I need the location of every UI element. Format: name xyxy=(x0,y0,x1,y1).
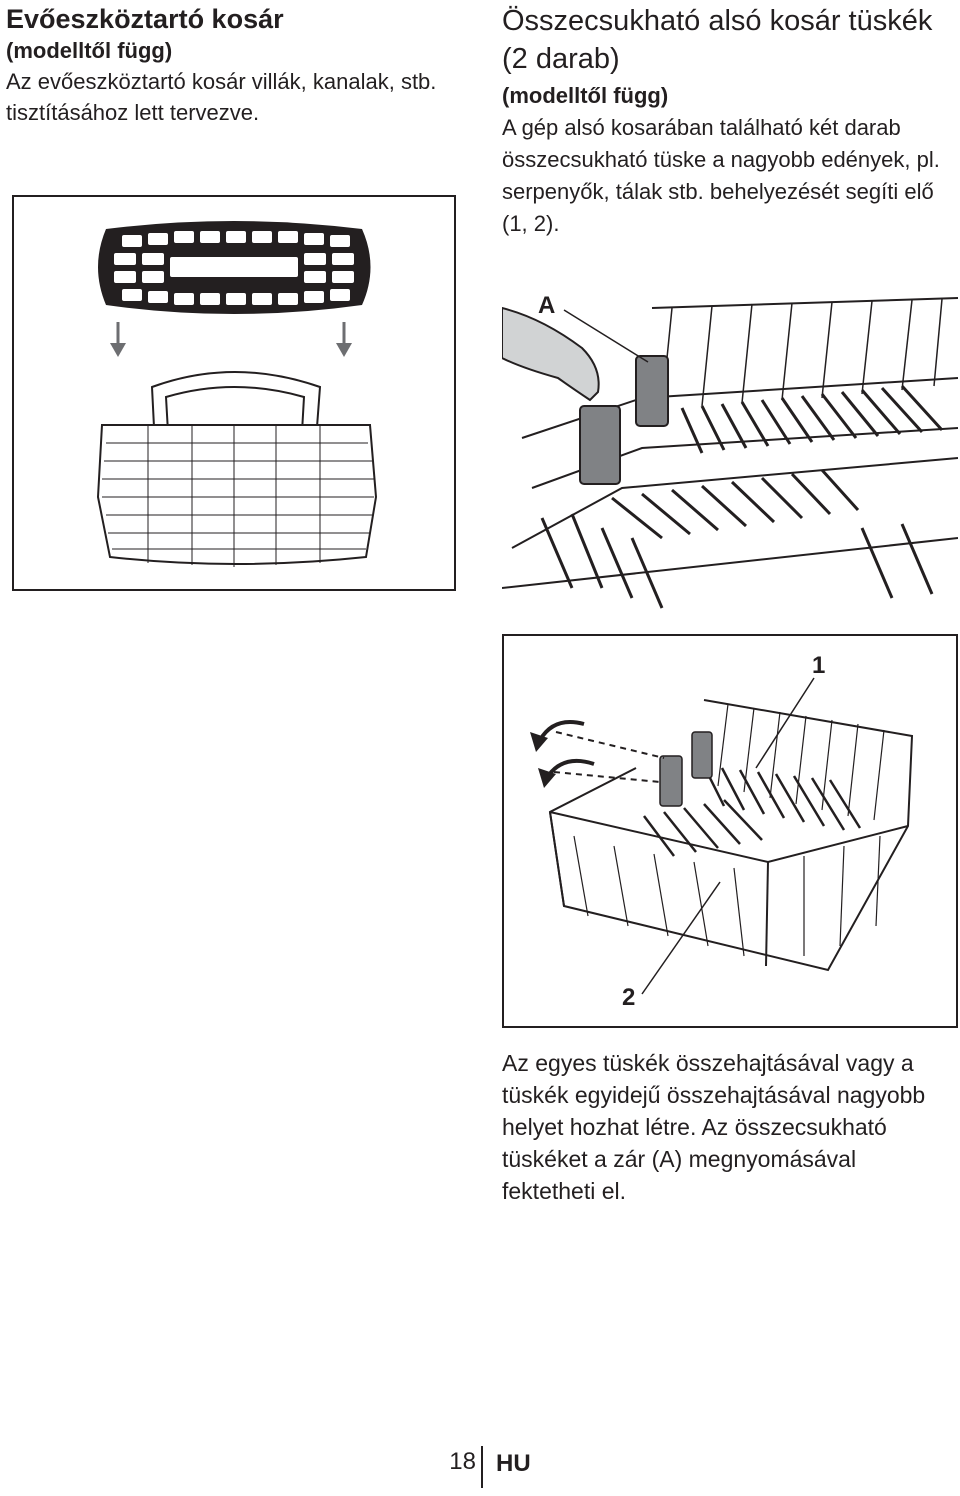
cutlery-basket-subtitle: (modelltől függ) xyxy=(6,38,173,63)
foldable-tines-description: A gép alsó kosarában található két darab… xyxy=(502,115,940,236)
language-code: HU xyxy=(496,1450,531,1477)
cutlery-basket-section: Evőeszköztartó kosár (modelltől függ) Az… xyxy=(6,2,476,128)
foldable-tines-subtitle: (modelltől függ) xyxy=(502,83,669,108)
fold-step-label-1: 1 xyxy=(812,652,826,679)
foldable-tines-title: Összecsukható alsó kosár tüskék (2 darab… xyxy=(502,5,933,75)
folding-tines-illustration: 1 2 xyxy=(502,634,958,1028)
cutlery-basket-description: Az evőeszköztartó kosár villák, kanalak,… xyxy=(6,69,437,125)
lock-label-a: A xyxy=(538,292,556,319)
cutlery-basket-title: Evőeszköztartó kosár xyxy=(6,4,284,34)
tine-lock-illustration: A xyxy=(502,288,958,620)
cutlery-basket-illustration xyxy=(12,195,456,591)
foldable-tines-section: Összecsukható alsó kosár tüskék (2 darab… xyxy=(502,2,954,240)
page-number: 18 xyxy=(449,1448,476,1475)
page-footer: 18 HU xyxy=(0,1446,960,1488)
folding-instructions: Az egyes tüskék összehajtásával vagy a t… xyxy=(502,1047,954,1207)
folding-tines-drawing xyxy=(530,677,914,995)
fold-step-label-2: 2 xyxy=(622,984,636,1011)
cutlery-basket-drawing xyxy=(96,221,378,567)
folding-instructions-text: Az egyes tüskék összehajtásával vagy a t… xyxy=(502,1050,926,1204)
tine-lock-drawing xyxy=(502,297,958,609)
footer-divider xyxy=(481,1446,483,1488)
